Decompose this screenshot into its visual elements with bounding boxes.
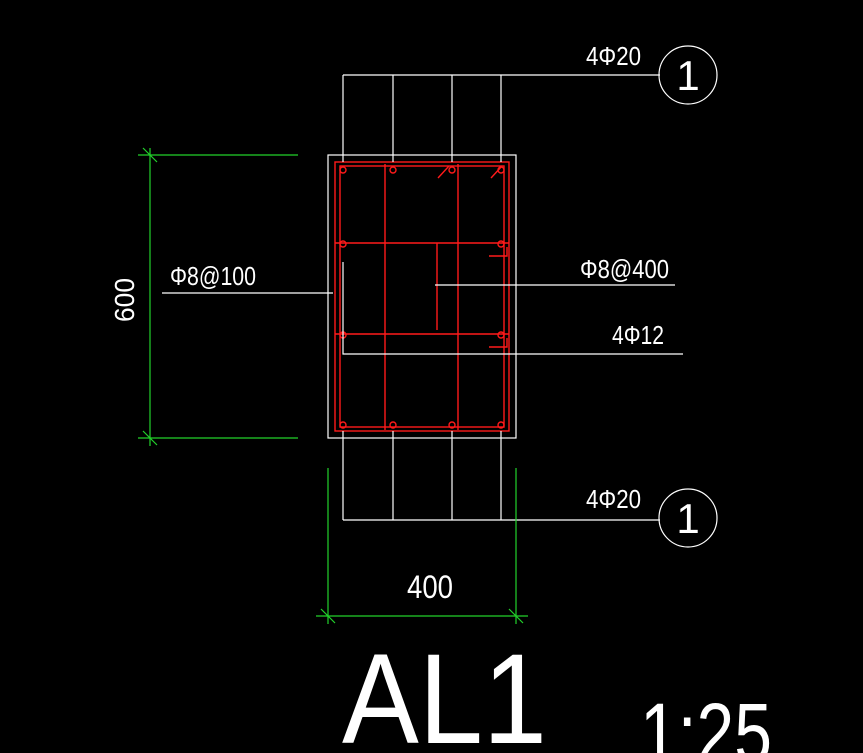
width-dimension: 400 [316,468,528,624]
section-scale: 1:25 [640,686,772,753]
width-dimension-text: 400 [407,569,453,605]
callout-bottom-number: 1 [676,495,699,542]
height-dimension-text: 600 [109,278,140,322]
rebar-cage [334,161,510,432]
leader-bottom [342,431,660,521]
section-title: AL1 [342,628,547,753]
height-dimension: 600 [109,147,298,446]
callout-top: 1 [658,45,718,105]
callout-bottom: 1 [658,488,718,548]
tie-label: Φ8@400 [580,254,669,284]
leader-top [342,74,660,162]
callout-top-number: 1 [676,52,699,99]
top-bars-label: 4Φ20 [586,41,641,71]
section-outline [327,154,517,439]
bottom-bars-label: 4Φ20 [586,484,641,514]
rebar-dots [339,166,505,429]
leader-side-bars [342,262,683,355]
stirrup-label: Φ8@100 [170,261,256,291]
side-bars-label: 4Φ12 [612,320,664,350]
